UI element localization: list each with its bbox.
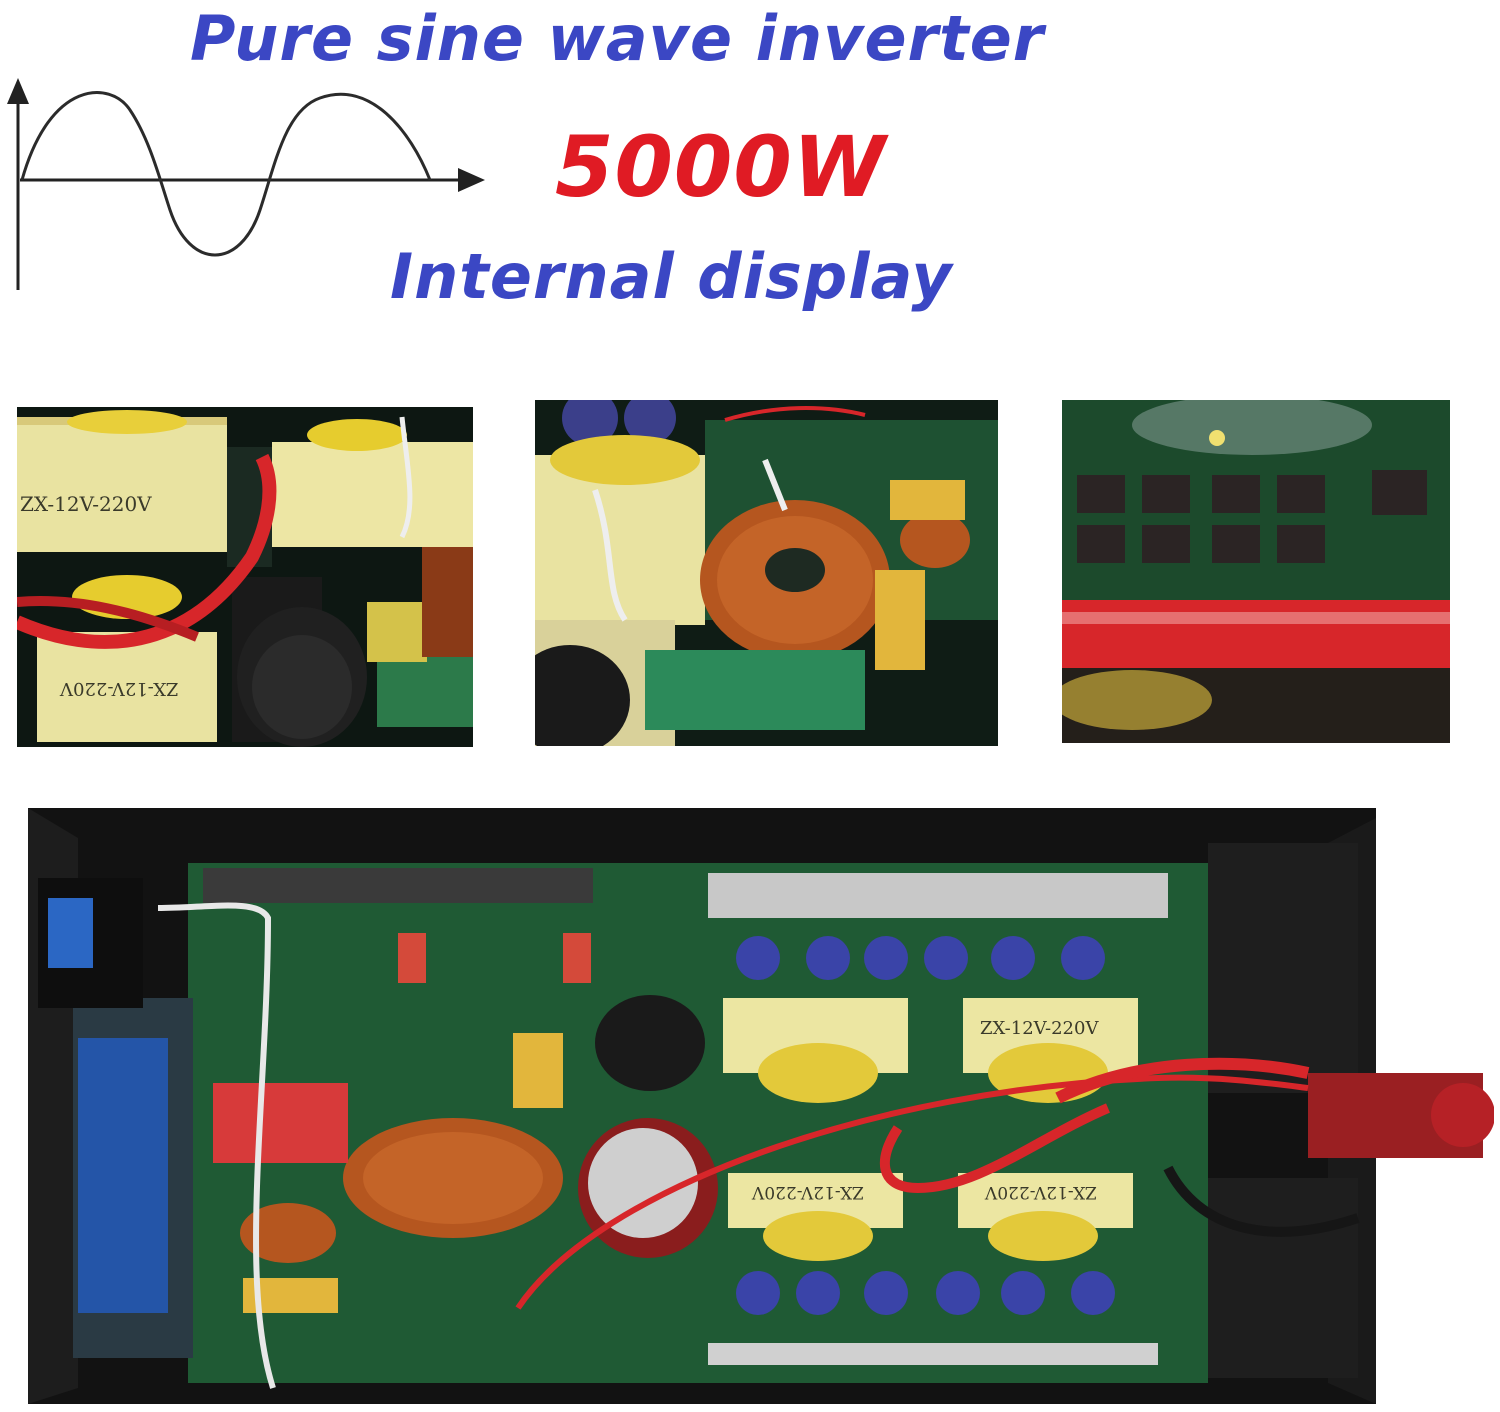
transformer-label: ZX-12V-220V [980,1018,1099,1039]
transformer-label: ZX-12V-220V [60,678,179,699]
headline-internal-display: Internal display [390,240,953,313]
transformer-label: ZX-12V-220V [752,1182,864,1202]
internal-photo-transformers [17,407,473,747]
headline-power-rating: 5000W [555,118,887,216]
internal-photo-toroid-coil [535,400,998,746]
sine-wave-icon [7,78,485,290]
transformer-label: ZX-12V-220V [985,1182,1097,1202]
inverter-internal-overview-photo [18,808,1494,1404]
headline-product-type: Pure sine wave inverter [190,2,1045,75]
internal-photo-mosfets [1062,400,1450,743]
transformer-label: ZX-12V-220V [20,492,152,516]
